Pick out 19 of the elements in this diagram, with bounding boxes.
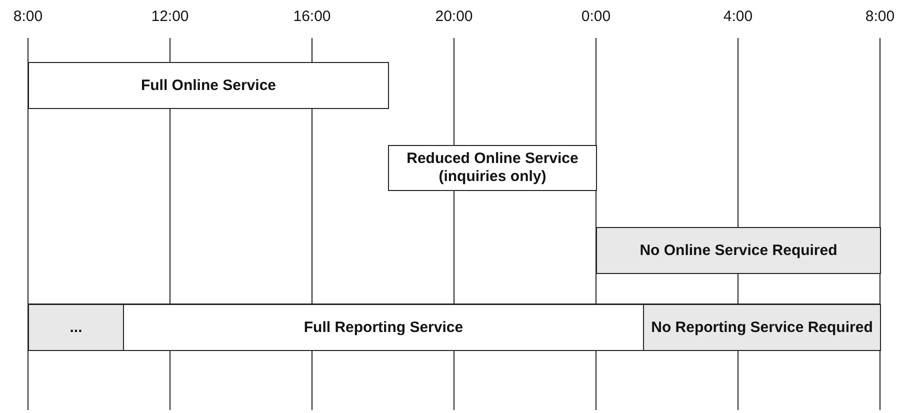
time-label: 16:00 [293,8,331,25]
period-label: No Online Service Required [640,242,838,260]
time-label: 12:00 [151,8,189,25]
time-label: 8:00 [865,8,895,25]
time-label: 4:00 [723,8,753,25]
service-period-bar [28,62,389,109]
period-label: ... [70,318,82,336]
period-label: No Reporting Service Required [651,318,873,336]
period-label: Full Reporting Service [304,318,464,336]
service-period-bar [388,145,597,191]
period-label: Reduced Online Service (inquiries only) [406,150,580,186]
period-label: Full Online Service [140,76,276,94]
time-label: 0:00 [581,8,611,25]
service-period-bar [28,304,124,351]
time-label: 20:00 [435,8,473,25]
service-period-bar [596,227,881,274]
service-period-bar [123,304,644,351]
service-period-bar [643,304,881,351]
time-label: 8:00 [13,8,43,25]
